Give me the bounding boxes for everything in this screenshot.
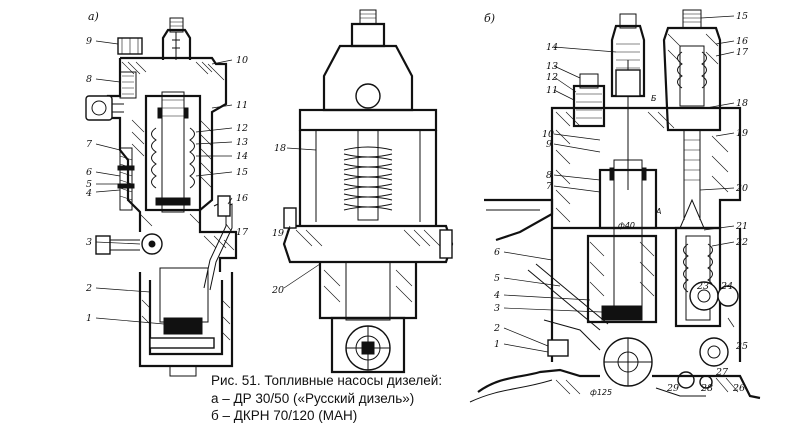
caption-item-b: б – ДКРН 70/120 (МАН)	[211, 408, 358, 423]
view-a-label: а)	[88, 10, 99, 23]
callout-a-1: 1	[86, 313, 92, 324]
callout-a-17: 17	[236, 227, 249, 238]
callout-b-23: 23	[696, 281, 709, 292]
callout-a-14: 14	[236, 151, 248, 162]
callout-b-11: 11	[546, 85, 558, 96]
callout-a-9: 9	[86, 36, 92, 47]
callout-b-13: 13	[546, 61, 558, 72]
view-b-label: б)	[484, 12, 495, 25]
callout-b-14: 14	[546, 42, 558, 53]
view-b-pump: б)	[469, 9, 761, 403]
callout-b-20: 20	[735, 183, 748, 194]
callout-a-10: 10	[236, 55, 248, 66]
callout-b-6: 6	[494, 247, 500, 258]
callout-b-18: 18	[736, 98, 748, 109]
callout-b-10: 10	[542, 129, 554, 140]
callout-a-13: 13	[236, 137, 248, 148]
callout-b-25: 25	[735, 341, 748, 352]
callout-b-5: 5	[494, 273, 500, 284]
callout-a-4: 4	[85, 188, 92, 199]
section-mark-a: А	[655, 207, 661, 216]
wheel-dia-label: ф125	[590, 388, 612, 397]
callout-a-15: 15	[236, 167, 248, 178]
callout-b-24: 24	[720, 281, 733, 292]
caption-title: Рис. 51. Топливные насосы дизелей:	[211, 373, 443, 388]
callout-b-1: 1	[494, 339, 500, 350]
callout-b-16: 16	[736, 36, 748, 47]
callout-b-26: 26	[732, 383, 745, 394]
view-middle-pump: 18 19 20	[271, 9, 454, 374]
callout-a-11: 11	[236, 100, 248, 111]
callout-b-8: 8	[546, 170, 552, 181]
callout-b-27: 27	[715, 367, 729, 378]
figure-caption: Рис. 51. Топливные насосы дизелей: а – Д…	[211, 372, 442, 425]
callout-b-15: 15	[736, 11, 748, 22]
callout-b-19: 19	[736, 128, 748, 139]
view-a-pump: а)	[85, 10, 249, 377]
callout-a-5: 5	[86, 179, 92, 190]
callout-b-21: 21	[735, 221, 748, 232]
callout-b-3: 3	[494, 303, 500, 314]
caption-item-a: а – ДР 30/50 («Русский дизель»)	[211, 390, 415, 406]
callout-b-17: 17	[736, 47, 749, 58]
bore-mark-b: Б	[651, 94, 657, 103]
callout-b-4: 4	[493, 290, 500, 301]
callout-b-2: 2	[493, 323, 500, 334]
callout-a-8: 8	[86, 74, 92, 85]
callout-a-16: 16	[236, 193, 248, 204]
callout-a-6: 6	[86, 167, 92, 178]
callout-m-19: 19	[272, 228, 284, 239]
callout-m-18: 18	[274, 143, 286, 154]
callout-b-22: 22	[735, 237, 748, 248]
callout-b-7: 7	[546, 181, 553, 192]
callout-a-2: 2	[85, 283, 92, 294]
callout-b-28: 28	[700, 383, 713, 394]
callout-a-7: 7	[86, 139, 93, 150]
callout-m-20: 20	[271, 285, 284, 296]
callout-b-9: 9	[546, 139, 552, 150]
callout-a-3: 3	[86, 237, 92, 248]
callout-a-12: 12	[236, 123, 248, 134]
callout-b-29: 29	[666, 383, 679, 394]
plunger-dia-label: ф40	[618, 221, 635, 230]
callout-b-12: 12	[546, 72, 558, 83]
